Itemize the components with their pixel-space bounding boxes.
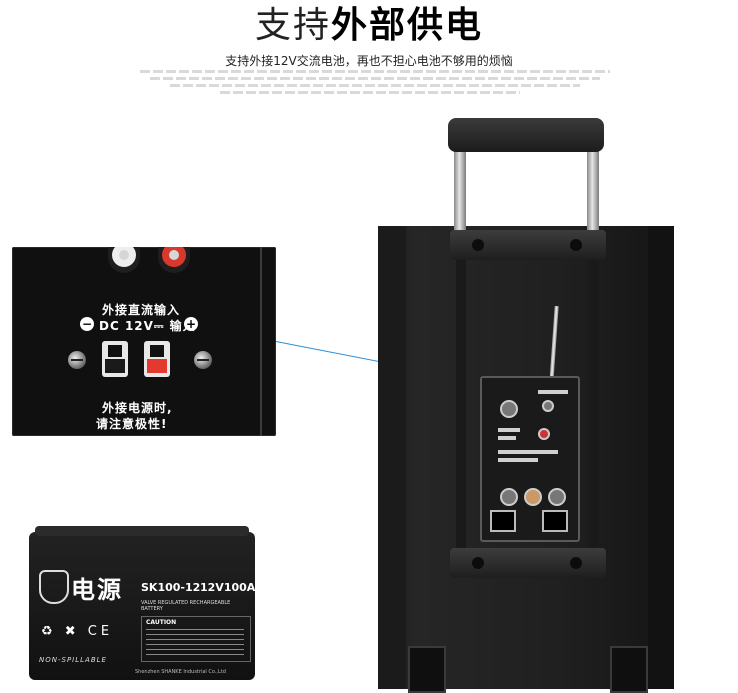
handle-bracket-top [450, 230, 606, 260]
subline: 支持外接12V交流电池，再也不担心电池不够用的烦恼 [225, 54, 513, 68]
negative-terminal[interactable] [102, 341, 128, 377]
knob[interactable] [524, 488, 542, 506]
fine-print [140, 70, 610, 73]
caution-label: CAUTION [146, 619, 177, 626]
non-spillable-label: NON-SPILLABLE [39, 656, 107, 664]
caution-box: CAUTION [141, 616, 251, 662]
knob[interactable] [500, 400, 518, 418]
dc-input-closeup: 外接直流输入 − DC 12V⎓ 输入 + 外接电源时, 请注意极性! [12, 247, 276, 436]
headline: 支持外部供电 [0, 6, 738, 46]
recycle-icon: ♻ ✖ CE [41, 624, 114, 639]
battery-brand: 电源 [71, 576, 123, 604]
warning-line-1: 外接电源时, [102, 401, 173, 415]
warning-line-2: 请注意极性! [96, 417, 168, 431]
dc-input-label: 外接直流输入 [102, 303, 181, 317]
battery: 电源 SK100-12 12V100AH VALVE REGULATED REC… [29, 526, 265, 680]
wheel-left [408, 646, 446, 693]
headline-light: 支持 [254, 5, 331, 46]
jack[interactable] [542, 400, 554, 412]
rca-white-jack-icon [108, 247, 140, 273]
wheel-right [610, 646, 648, 693]
battery-logo-icon [39, 570, 69, 604]
fine-print [170, 84, 580, 87]
plus-icon: + [184, 317, 198, 331]
frame-left [456, 258, 466, 550]
screw-right [194, 351, 212, 369]
rca-red-jack-icon [158, 247, 190, 273]
handle-rail-right [587, 146, 599, 236]
fine-print [150, 77, 600, 80]
frame-right [588, 258, 598, 550]
manufacturer-label: Shenzhen SHANKE Industrial Co.,Ltd [135, 669, 226, 675]
battery-capacity: 12V100AH [200, 581, 265, 594]
panel-edge [260, 247, 262, 436]
handle-rail-left [454, 146, 466, 236]
headline-bold: 外部供电 [331, 5, 484, 46]
knob[interactable] [548, 488, 566, 506]
battery-type: VALVE REGULATED RECHARGEABLE BATTERY [141, 600, 231, 612]
minus-icon: − [80, 317, 94, 331]
handle-bracket-bottom [450, 548, 606, 578]
power-switch[interactable] [542, 510, 568, 532]
battery-model: SK100-12 [141, 581, 201, 594]
amplifier-panel [480, 376, 580, 542]
dc-voltage-label: DC 12V⎓ 输入 [99, 319, 196, 333]
positive-terminal[interactable] [144, 341, 170, 377]
terminal[interactable] [538, 428, 550, 440]
fine-print [220, 91, 520, 94]
power-socket[interactable] [490, 510, 516, 532]
screw-left [68, 351, 86, 369]
knob[interactable] [500, 488, 518, 506]
telescopic-handle[interactable] [448, 118, 604, 152]
